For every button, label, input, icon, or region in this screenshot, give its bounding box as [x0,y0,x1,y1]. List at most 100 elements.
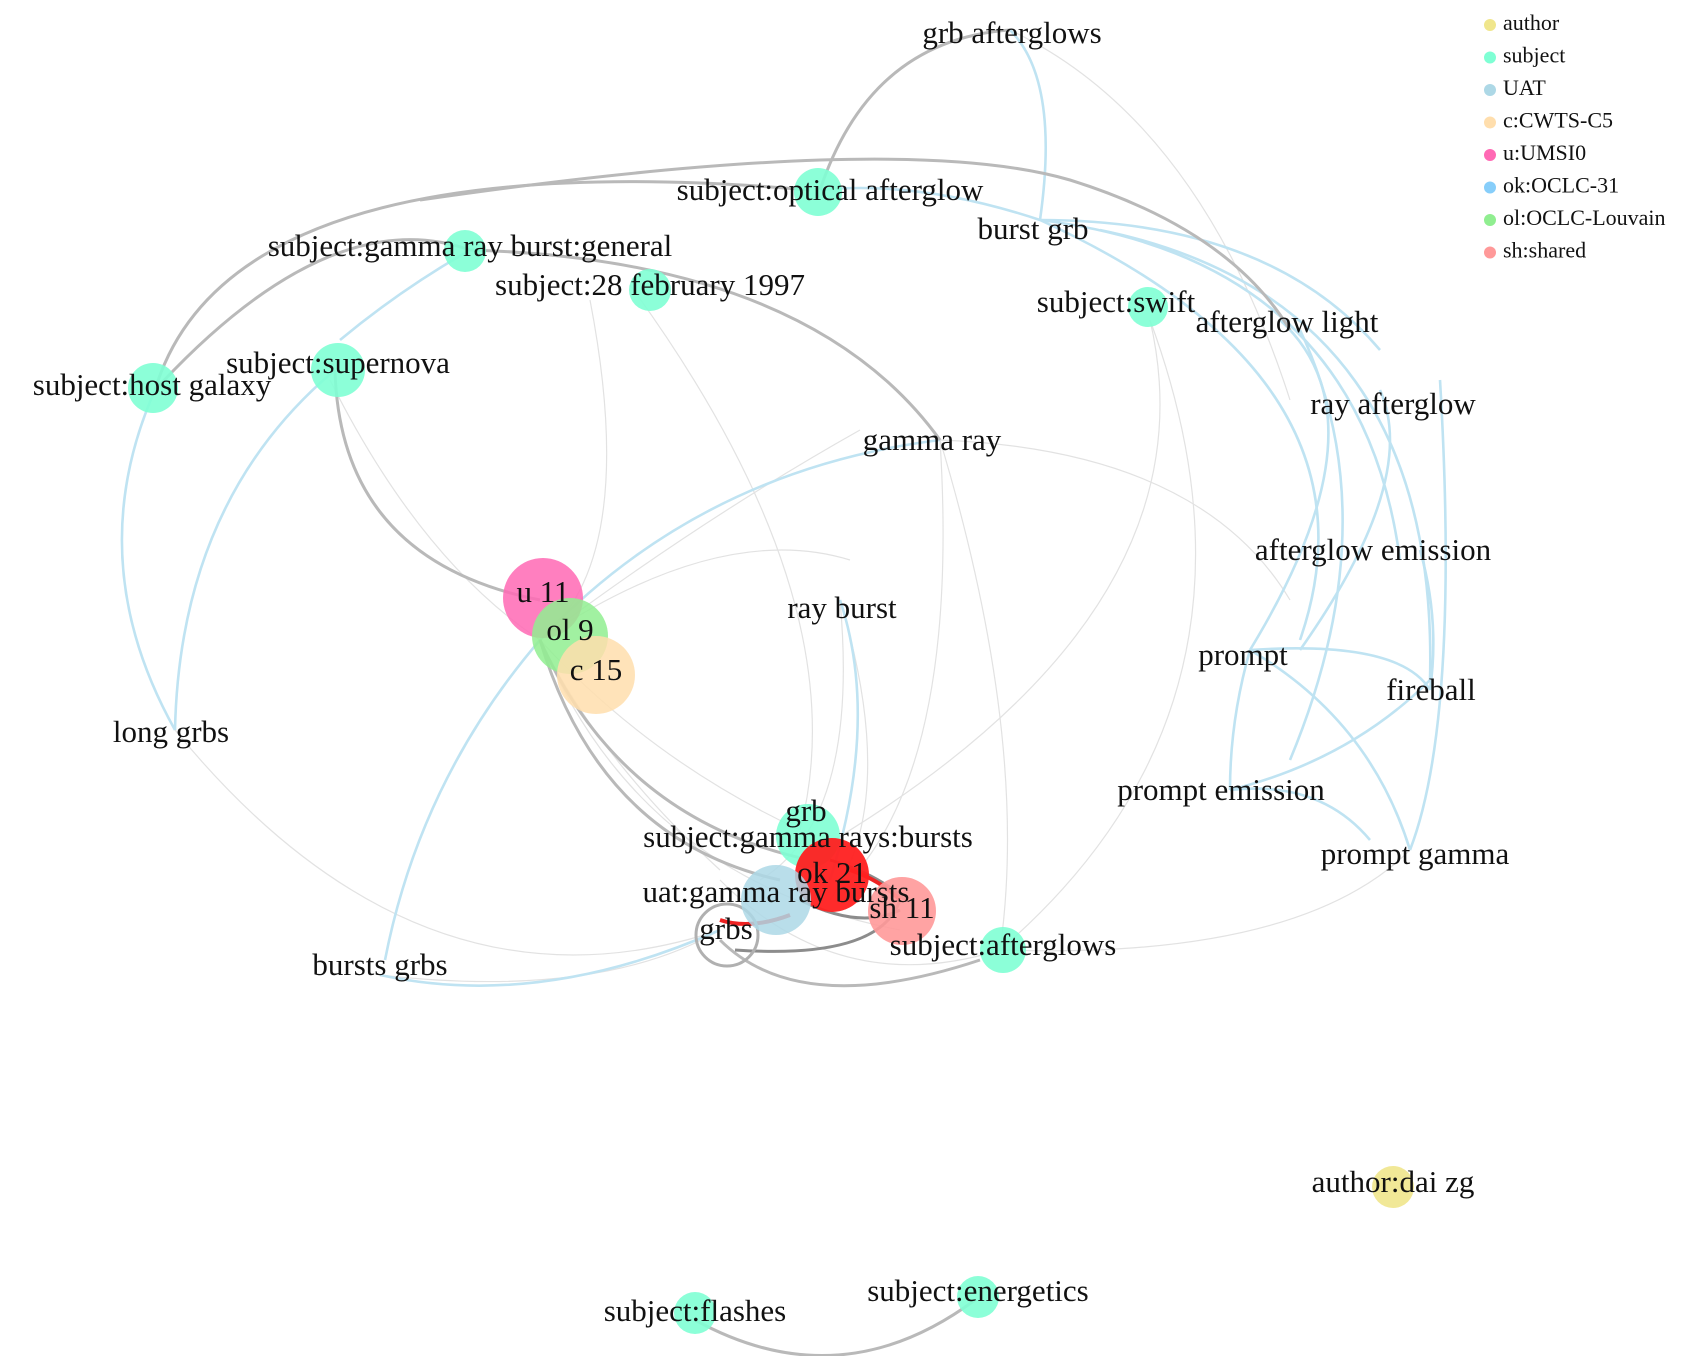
legend-label: author [1503,10,1560,35]
edge [759,599,844,881]
node-label: grb afterglows [922,15,1101,50]
edge [818,28,1011,191]
node-subject[interactable] [1128,287,1168,327]
node-label: subject:optical afterglow [677,172,984,207]
edge [174,729,721,956]
edge [469,248,942,441]
legend-label: sh:shared [1503,238,1586,263]
edge [1288,329,1344,761]
edge [153,238,471,392]
node-label: subject:supernova [226,345,450,380]
node-subject[interactable] [674,1292,716,1334]
edge [379,928,721,987]
node-subject[interactable] [629,269,671,311]
node-label: author:dai zg [1312,1164,1475,1199]
legend-label: ol:OCLC-Louvain [1503,205,1666,230]
node-label: burst grb [977,211,1088,246]
edge [939,439,1291,601]
legend-swatch [1484,19,1496,31]
legend-swatch [1484,51,1496,64]
node-label: ok 21 [797,855,867,890]
nodes [128,168,1414,1334]
edge [120,389,177,731]
node-label: subject:flashes [604,1293,787,1328]
legend-swatch [1484,181,1496,194]
node-subject[interactable] [444,230,486,272]
node-label: long grbs [113,714,229,749]
legend-label: ok:OCLC-31 [1503,173,1619,198]
self-loop [694,902,760,968]
edge [1249,647,1432,691]
legend-label: u:UMSI0 [1503,140,1586,165]
edge [819,186,1041,222]
legend-swatch [1484,149,1496,161]
edge [419,157,1292,331]
edge [1298,389,1392,651]
legend-swatch [1484,246,1496,259]
node-label: subject:28 february 1997 [495,267,805,302]
node-label: ray burst [787,590,897,625]
legend-label: c:CWTS-C5 [1503,108,1613,133]
legend-swatch [1484,116,1496,129]
node-label: afterglow emission [1255,532,1492,567]
node-label: prompt emission [1117,772,1325,807]
node-subject[interactable] [794,168,842,216]
edge [999,319,1197,951]
node-label: grb [785,793,826,828]
node-label: subject:afterglows [890,927,1117,962]
node-label: c 15 [570,652,623,687]
edge [1418,549,1435,691]
node-subject[interactable] [311,343,365,397]
edge [153,180,811,391]
edge [1229,679,1431,792]
legend-label: subject [1503,43,1565,68]
node-label: subject:energetics [867,1273,1089,1308]
edge [173,369,336,731]
edge [1229,787,1371,841]
node-label: uat:gamma ray bursts [643,874,910,909]
node-label: prompt gamma [1321,836,1510,871]
node-subject[interactable] [957,1276,999,1318]
node-label: subject:swift [1037,284,1196,319]
legend-swatch [1484,214,1496,226]
node-label: grbs [699,911,752,946]
edge [1228,649,1252,791]
node-label: gamma ray [863,422,1002,457]
node-sh[interactable] [868,877,936,945]
edge [694,1298,976,1356]
edge [539,438,941,641]
node-c[interactable] [557,636,635,714]
edge [799,319,1161,861]
node-subject[interactable] [128,363,178,413]
labels: grb afterglows subject:optical afterglow b… [33,15,1510,1328]
node-label: subject:gamma ray burst:general [268,228,673,263]
node-ok[interactable] [795,838,869,912]
edge [999,849,1411,952]
node-subject[interactable] [980,927,1026,973]
edge [1408,379,1448,851]
edge [383,639,541,961]
edge [1248,319,1330,651]
edge [1249,648,1412,851]
node-label: subject:gamma rays:bursts [643,819,973,854]
node-label: afterglow light [1196,304,1379,339]
legend-swatch [1484,84,1496,96]
node-label: u 11 [516,574,569,609]
node-label: fireball [1386,672,1476,707]
node-label: bursts grbs [312,947,447,982]
edge [538,639,781,882]
edge [629,284,813,831]
legend-label: UAT [1503,75,1546,100]
node-uat[interactable] [741,865,811,935]
node-label: ol 9 [546,612,593,647]
edge [718,938,981,988]
edge [939,439,1009,951]
node-author[interactable] [1372,1166,1414,1208]
edge [1009,29,1047,221]
edge [849,439,944,881]
node-label: sh 11 [869,890,934,925]
edge [1039,218,1381,351]
edge [1039,218,1320,641]
